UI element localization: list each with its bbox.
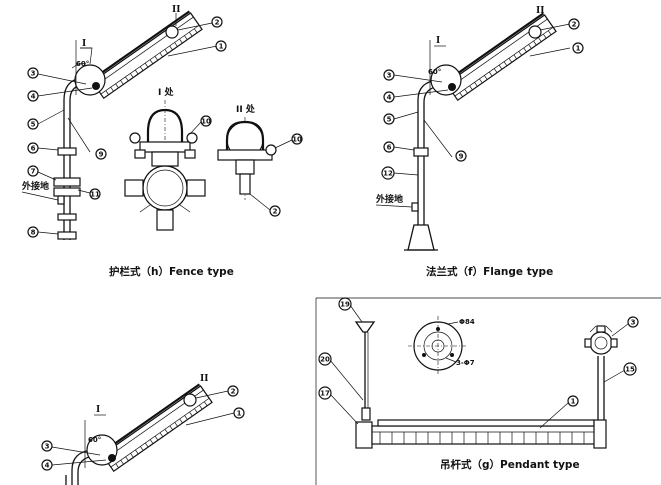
svg-text:4: 4 [387,94,392,102]
ground-label-fence: 外接地 [21,180,49,192]
detail-two-drawing: II 处 10 2 [217,103,303,217]
balloon-3-pendant: 3 [627,316,639,328]
balloon-19: 19 [338,297,352,311]
balloon-10-b: 10 [291,133,303,145]
angle-label-fence: 60° [76,60,89,68]
roman-one-label: I [82,39,86,49]
svg-text:4: 4 [31,93,36,101]
balloon-9-flange: 9 [455,150,467,162]
svg-text:6: 6 [31,145,36,153]
svg-text:2: 2 [273,208,278,216]
balloon-17: 17 [318,386,332,400]
balloon-15-pendant: 15 [623,362,637,376]
balloon-1-flange: 1 [572,42,584,54]
caption-pendant-type: 吊杆式（g）Pendant type [440,458,580,471]
svg-text:7: 7 [31,168,36,176]
balloon-3: 3 [27,67,39,79]
balloon-4: 4 [27,90,39,102]
fence-type-partial-drawing: 60° I II 3 4 2 1 [41,374,245,485]
svg-text:5: 5 [31,121,36,129]
fence-type-drawing: 60° I II 3 4 5 6 7 8 9 11 2 1 外接地 [21,5,227,240]
roman-two-label: II [172,5,180,15]
svg-text:6: 6 [387,144,392,152]
balloon-3-partial: 3 [41,440,53,452]
roman-two-flange: II [536,6,544,16]
detail-one-title: I 处 [158,86,174,98]
svg-text:12: 12 [383,170,393,178]
balloon-2-detail: 2 [269,205,281,217]
balloon-2-flange: 2 [568,18,580,30]
svg-text:8: 8 [31,229,36,237]
svg-text:19: 19 [340,301,350,309]
balloon-12-flange: 12 [381,166,395,180]
svg-text:9: 9 [459,153,464,161]
balloon-5-flange: 5 [383,113,395,125]
svg-text:3: 3 [631,319,636,327]
roman-one-partial: I [96,405,100,415]
svg-text:15: 15 [625,366,635,374]
ground-label-flange: 外接地 [375,193,403,205]
balloon-6: 6 [27,142,39,154]
dimension-holes: 3-Φ7 [456,359,475,367]
svg-text:5: 5 [387,116,392,124]
balloon-6-flange: 6 [383,141,395,153]
svg-text:3: 3 [387,72,392,80]
angle-label-partial: 60° [88,436,101,444]
detail-one-drawing: I 处 10 [124,86,212,231]
balloon-3-flange: 3 [383,69,395,81]
dimension-diameter: Φ84 [459,318,475,326]
svg-text:11: 11 [90,191,100,199]
flange-type-drawing: 60° I II 3 4 5 6 12 9 2 1 外接地 [375,6,584,251]
caption-fence-type: 护栏式（h）Fence type [109,265,234,278]
detail-two-title: II 处 [236,103,256,115]
balloon-1: 1 [215,40,227,52]
balloon-1-partial: 1 [233,407,245,419]
pendant-type-drawing: Φ84 3-Φ7 19 20 17 1 3 15 [315,297,661,485]
balloon-1-pendant: 1 [567,395,579,407]
balloon-5: 5 [27,118,39,130]
svg-text:17: 17 [320,390,330,398]
svg-text:3: 3 [45,443,50,451]
balloon-9: 9 [95,148,107,160]
balloon-20: 20 [318,352,332,366]
svg-text:10: 10 [292,136,302,144]
svg-text:4: 4 [45,462,50,470]
svg-text:3: 3 [31,70,36,78]
svg-text:1: 1 [576,45,581,53]
roman-two-partial: II [200,374,208,384]
svg-text:2: 2 [215,19,220,27]
svg-text:20: 20 [320,356,330,364]
svg-text:9: 9 [99,151,104,159]
svg-text:1: 1 [571,398,576,406]
angle-label-flange: 60° [428,68,441,76]
svg-text:2: 2 [231,388,236,396]
svg-text:1: 1 [237,410,242,418]
balloon-2-partial: 2 [227,385,239,397]
balloon-11: 11 [89,188,101,200]
balloon-7: 7 [27,165,39,177]
svg-text:1: 1 [219,43,224,51]
roman-one-flange: I [436,36,440,46]
svg-text:2: 2 [572,21,577,29]
balloon-4-partial: 4 [41,459,53,471]
svg-text:10: 10 [201,118,211,126]
balloon-10-a: 10 [200,115,212,127]
balloon-8: 8 [27,226,39,238]
balloon-4-flange: 4 [383,91,395,103]
balloon-2: 2 [211,16,223,28]
caption-flange-type: 法兰式（f）Flange type [426,265,553,278]
